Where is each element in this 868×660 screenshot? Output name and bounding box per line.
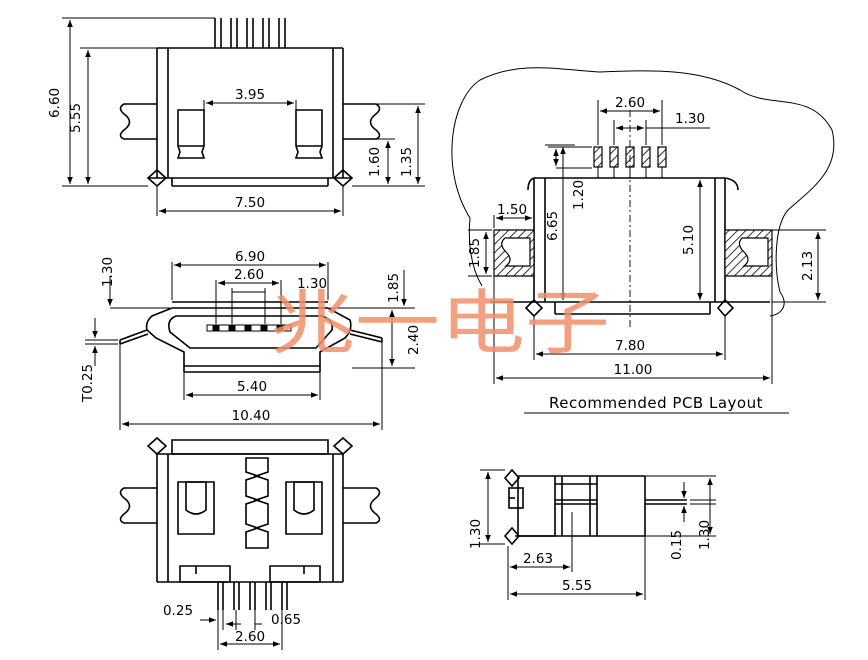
dim-label-11-00: 11.00 [614,362,653,378]
side-view: 1.30 2.63 5.55 0.15 1.30 [468,468,716,600]
pcb-layout-caption: Recommended PCB Layout [549,394,763,412]
front-view-body [119,301,383,373]
top-view: 6.60 5.55 3.95 1.60 1.35 7.50 [47,17,425,216]
dim-label-5-55-side: 5.55 [562,578,592,594]
front-view-dimensions [85,262,415,430]
dim-label-5-10: 5.10 [681,225,697,255]
dim-label-1-85: 1.85 [467,238,483,268]
dim-label-1-30: 1.30 [297,276,327,292]
dim-label-5-55: 5.55 [68,103,84,133]
pcb-dimensions [468,100,826,384]
dim-label-1-50: 1.50 [497,202,527,218]
dim-label-7-80: 7.80 [615,338,645,354]
dim-label-2-60: 2.60 [234,267,264,283]
pcb-left-tab-pad [493,229,535,277]
top-view-body [119,47,381,188]
pcb-layout-view: 2.60 1.30 1.20 1.50 1.85 6.65 5.10 2.13 … [451,67,835,414]
dim-label-2-40: 2.40 [406,325,422,355]
side-view-dimensions [480,469,716,600]
bottom-view-dimensions [200,610,283,650]
side-view-body [503,468,687,546]
front-view: 6.90 2.60 1.30 1.30 1.85 2.40 T0.25 5.40… [80,249,422,430]
dim-label-1-35: 1.35 [399,147,415,177]
dim-label-2-60: 2.60 [615,95,645,111]
dim-label-1-30: 1.30 [675,111,705,127]
dim-label-0-25: 0.25 [163,603,193,619]
bottom-view-pins [217,582,288,610]
dim-label-1-60: 1.60 [367,147,383,177]
dim-label-3-95: 3.95 [235,87,265,103]
top-view-pins [214,18,286,48]
dim-label-1-30-left: 1.30 [100,257,116,287]
dim-label-0-15: 0.15 [669,530,685,560]
dim-label-2-60-bottom: 2.60 [235,629,265,645]
front-view-contacts [206,324,292,332]
dim-label-6-90: 6.90 [235,249,265,265]
dim-label-2-63: 2.63 [523,551,553,567]
dim-label-6-60: 6.60 [47,88,63,118]
bottom-view-body [119,436,381,583]
dim-label-1-20: 1.20 [571,180,587,210]
dim-label-6-65: 6.65 [545,211,561,241]
dim-label-5-40: 5.40 [237,379,267,395]
bottom-view: 0.25 2.60 0.65 [119,436,381,650]
dim-label-1-30-side: 1.30 [468,519,484,549]
pcb-board-outline [451,67,835,317]
dim-label-7-50: 7.50 [235,195,265,211]
dim-label-1-30-right: 1.30 [697,520,713,550]
pcb-right-tab-pad [724,229,773,277]
dim-label-2-13: 2.13 [800,251,816,281]
dim-label-10-40: 10.40 [232,408,271,424]
top-view-dimensions [62,17,425,216]
watermark-text: 兆一电子 [270,282,610,364]
dim-label-0-65: 0.65 [271,612,301,628]
dim-label-1-85: 1.85 [386,273,402,303]
dim-label-t0-25: T0.25 [80,364,96,403]
